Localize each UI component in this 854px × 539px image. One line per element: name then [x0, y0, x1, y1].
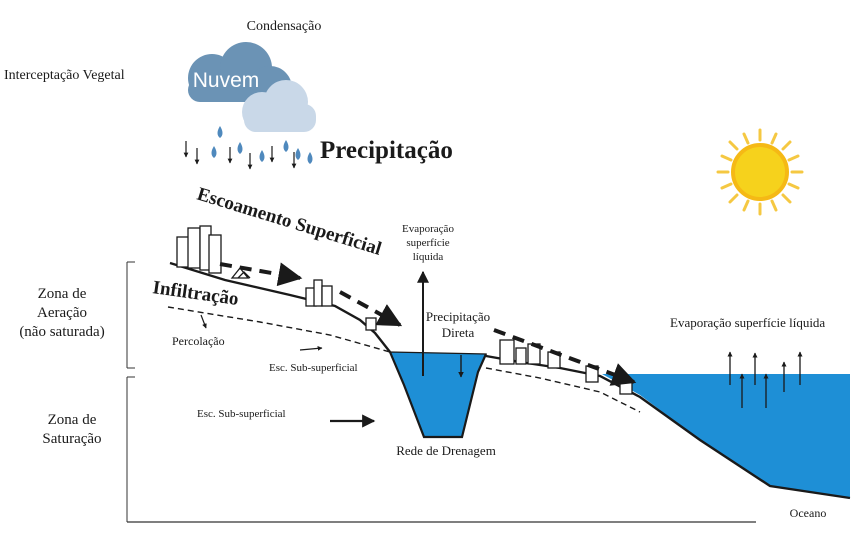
- label-direct-precip-1: Precipitação: [426, 309, 490, 324]
- label-precipitation: Precipitação: [320, 137, 453, 164]
- runoff-arrows: [219, 262, 637, 386]
- subsurface-upper-arrow: [299, 346, 323, 351]
- label-aeration-3: (não saturada): [19, 324, 104, 340]
- label-drainage: Rede de Drenagem: [396, 443, 496, 458]
- ocean-evaporation-arrows: [727, 351, 803, 408]
- percolation-arrow: [200, 314, 207, 329]
- label-aeration-1: Zona de: [38, 286, 87, 302]
- label-aeration-2: Aeração: [37, 305, 87, 321]
- label-direct-precip-2: Direta: [442, 325, 475, 340]
- cloud-icon: [188, 42, 316, 132]
- ground-surface-line: [169, 261, 391, 353]
- water-table-line-right: [485, 367, 641, 413]
- label-evap-liquid-3: líquida: [413, 251, 444, 263]
- label-infiltration: Infiltração: [151, 277, 240, 310]
- label-percolation: Percolação: [172, 334, 225, 348]
- sun-icon: [716, 128, 804, 216]
- label-condensation: Condensação: [247, 19, 322, 34]
- water-bodies: [389, 351, 850, 498]
- zone-brackets: [126, 261, 756, 523]
- rain-arrows: [183, 141, 297, 170]
- label-saturation-1: Zona de: [48, 412, 97, 428]
- label-evap-surface: Evaporação superfície líquida: [670, 315, 825, 330]
- label-evap-liquid-2: superfície: [406, 237, 449, 249]
- label-surface-runoff: Escoamento Superficial: [195, 184, 384, 260]
- label-cloud: Nuvem: [193, 69, 260, 92]
- water-table-line-left: [167, 306, 391, 353]
- label-subsurface-lower: Esc. Sub-superficial: [197, 408, 286, 420]
- label-subsurface-upper: Esc. Sub-superficial: [269, 362, 358, 374]
- ocean-water: [602, 374, 850, 498]
- label-ocean: Oceano: [790, 506, 827, 520]
- raindrops-icon: [211, 126, 313, 164]
- channel-wall-left: [388, 351, 488, 439]
- label-saturation-2: Saturação: [42, 431, 101, 447]
- label-interception: Interceptação Vegetal: [4, 68, 125, 83]
- label-evap-liquid-1: Evaporação: [402, 223, 454, 235]
